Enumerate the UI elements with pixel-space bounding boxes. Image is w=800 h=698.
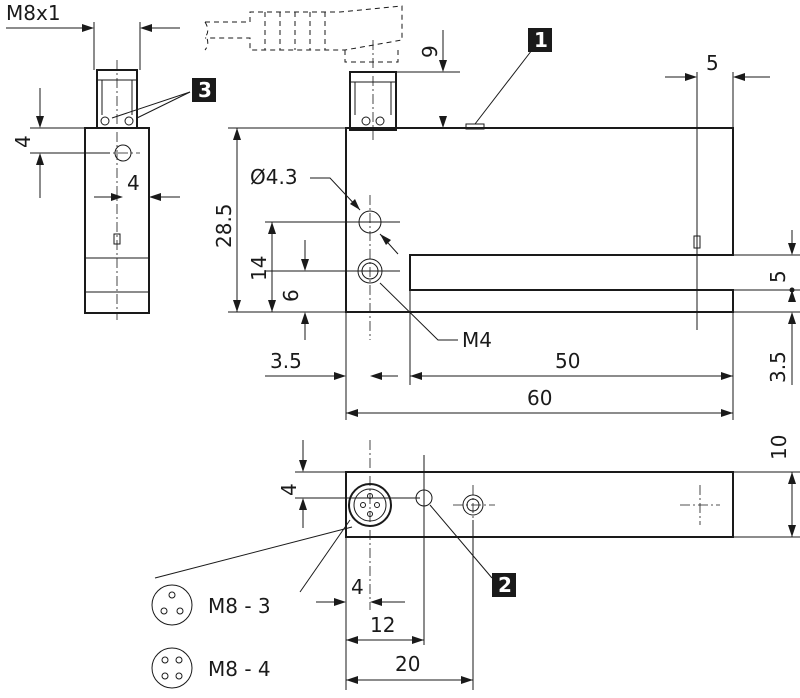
- dim-5-top: 5: [706, 51, 719, 75]
- dim-12: 12: [370, 613, 395, 637]
- side-view: M8x1 4 4: [6, 1, 216, 320]
- thread-m4-label: M4: [462, 328, 492, 352]
- dim-side-4-vertical: 4: [11, 135, 35, 148]
- m8-4-label: M8 - 4: [208, 657, 271, 681]
- dim-9: 9: [418, 45, 442, 58]
- dim-14: 14: [247, 256, 271, 281]
- thread-label: M8x1: [6, 1, 61, 25]
- front-view: 9 1 5 28.5 14: [204, 5, 800, 420]
- dim-slot-5: 5: [766, 270, 790, 283]
- callout-2-box: [492, 573, 516, 597]
- dim-60: 60: [527, 386, 552, 410]
- top-body: [345, 471, 734, 538]
- dim-10: 10: [767, 435, 791, 460]
- dim-28-5: 28.5: [212, 203, 236, 248]
- fork-body: [345, 127, 734, 313]
- callout-2: 2: [498, 573, 512, 597]
- dim-right-3-5: 3.5: [766, 351, 790, 383]
- callout-3: 3: [198, 78, 212, 102]
- cable-outline: [204, 5, 403, 51]
- m8-3-label: M8 - 3: [208, 594, 271, 618]
- m8-3-pinout-icon: [151, 584, 193, 626]
- dim-left-3-5: 3.5: [270, 349, 302, 373]
- dim-6: 6: [279, 289, 303, 302]
- hole-diameter-label: Ø4.3: [250, 165, 298, 189]
- top-view: 10 4 2 4 12 20: [151, 435, 800, 690]
- callout-3-box: [192, 78, 216, 102]
- m8-4-pinout-icon: [151, 647, 193, 689]
- dim-bottom-4-vertical: 4: [277, 483, 301, 496]
- dim-20: 20: [395, 652, 420, 676]
- callout-1-box: [528, 28, 552, 52]
- dim-bottom-4-horizontal: 4: [351, 575, 364, 599]
- dim-50: 50: [555, 349, 580, 373]
- callout-1: 1: [534, 28, 548, 52]
- dim-side-4-horizontal: 4: [127, 171, 140, 195]
